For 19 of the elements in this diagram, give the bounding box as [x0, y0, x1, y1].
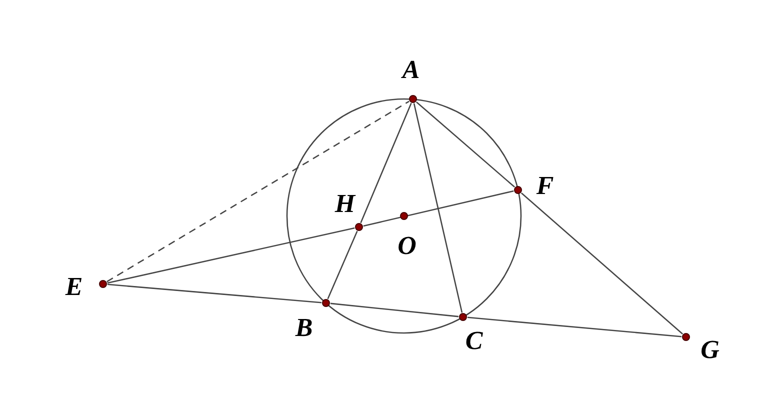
point-label: B: [294, 315, 314, 341]
line-segment: [363, 190, 514, 227]
line-segment: [330, 302, 459, 318]
line-segment: [107, 227, 355, 284]
line-segment: [107, 284, 322, 304]
line-segment: [520, 192, 684, 335]
line-segment: [360, 102, 412, 224]
point-label: C: [464, 328, 484, 354]
line-segment: [106, 100, 410, 282]
point-label: H: [334, 191, 356, 217]
point-label: F: [535, 173, 555, 199]
line-segment: [467, 316, 682, 338]
line-segment: [416, 101, 516, 188]
line-segment: [413, 103, 463, 313]
point-label: A: [400, 57, 421, 83]
point-label: G: [700, 337, 720, 363]
point-label: O: [396, 233, 418, 259]
point-label: E: [64, 274, 84, 300]
line-segment: [327, 230, 358, 300]
